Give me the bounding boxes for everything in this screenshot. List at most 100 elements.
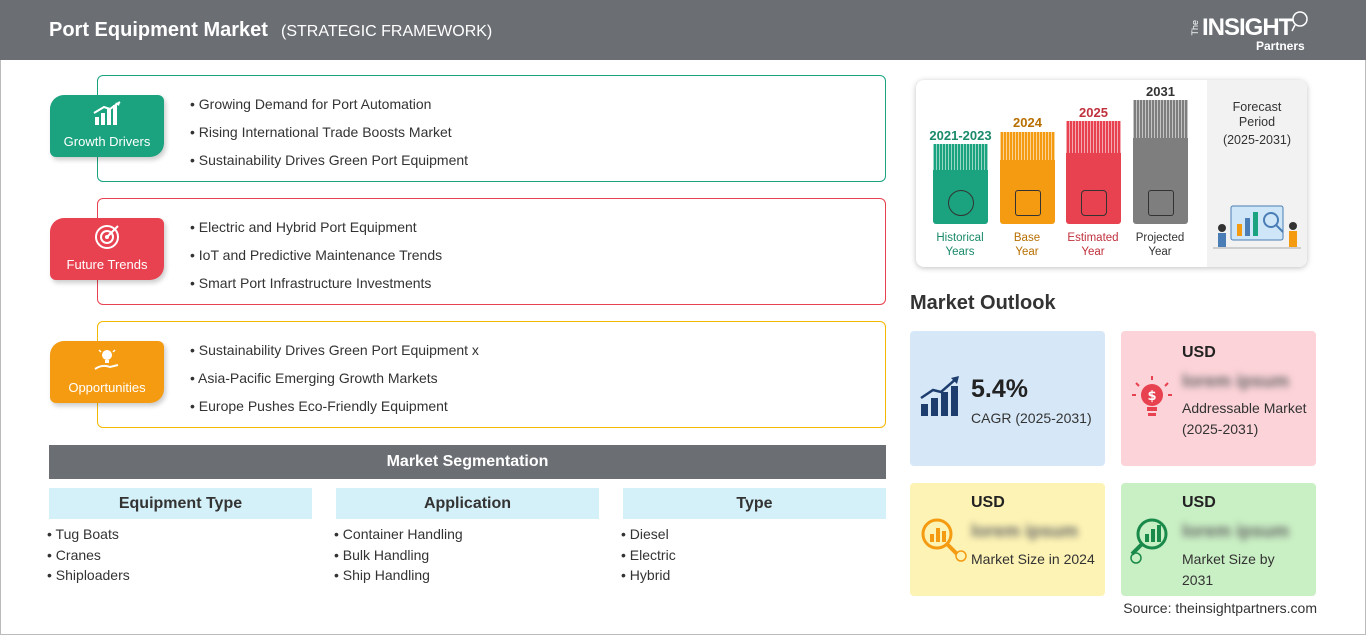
segment-heading: Equipment Type <box>49 488 312 519</box>
growth-drivers-label: Growth Drivers <box>63 134 151 149</box>
future-trends-label: Future Trends <box>66 257 148 272</box>
blurred-value: lorem ipsum <box>1182 521 1290 541</box>
list-item: Rising International Trade Boosts Market <box>190 122 468 150</box>
list-item: Diesel <box>621 526 676 547</box>
growth-drivers-badge: Growth Drivers <box>50 95 164 157</box>
usd-label: USD <box>1182 344 1216 361</box>
market-size-2031-card: USD lorem ipsum Market Size by 2031 <box>1121 483 1316 596</box>
list-item: Hybrid <box>621 567 676 588</box>
bar-chart-up-icon <box>93 101 121 125</box>
type-list: Diesel Electric Hybrid <box>621 526 676 588</box>
list-item: Smart Port Infrastructure Investments <box>190 273 442 301</box>
logo-partners: Partners <box>1256 39 1305 53</box>
application-list: Container Handling Bulk Handling Ship Ha… <box>334 526 463 588</box>
cagr-value: 5.4% <box>971 375 1028 403</box>
logo-the: The <box>1190 20 1200 36</box>
svg-text:$: $ <box>1147 389 1156 404</box>
market-size-2024-card: USD lorem ipsum Market Size in 2024 <box>910 483 1105 596</box>
dollar-bulb-icon: $ <box>1132 376 1172 416</box>
list-item: Asia-Pacific Emerging Growth Markets <box>190 368 479 396</box>
timeline-bar <box>1133 100 1188 224</box>
timeline-label: Year <box>1148 246 1172 258</box>
timeline-year: 2025 <box>1079 105 1108 120</box>
list-item: Cranes <box>47 547 130 568</box>
list-item: Electric and Hybrid Port Equipment <box>190 217 442 245</box>
timeline-bar <box>1000 132 1055 224</box>
timeline-card: 2021-2023 Historical Years 2024 Base Yea… <box>916 80 1307 267</box>
magnifier-growth-icon <box>1130 518 1168 564</box>
future-trends-box: Electric and Hybrid Port Equipment IoT a… <box>97 198 886 305</box>
opportunities-list: Sustainability Drives Green Port Equipme… <box>190 340 479 424</box>
segment-heading: Application <box>336 488 599 519</box>
forecast-label: Forecast Period <box>1207 100 1307 130</box>
opportunities-box: Sustainability Drives Green Port Equipme… <box>97 321 886 428</box>
segment-heading: Type <box>623 488 886 519</box>
timeline-bar <box>1066 121 1121 224</box>
list-item: Bulk Handling <box>334 547 463 568</box>
forecast-range: (2025-2031) <box>1222 133 1292 147</box>
list-item: Growing Demand for Port Automation <box>190 94 468 122</box>
target-icon <box>95 225 119 249</box>
market-size-2024-label: Market Size in 2024 <box>971 551 1095 567</box>
lightbulb-hand-icon <box>94 349 119 370</box>
opportunities-label: Opportunities <box>68 380 146 395</box>
equipment-type-list: Tug Boats Cranes Shiploaders <box>47 526 130 588</box>
logo-bulb-icon <box>1291 11 1308 32</box>
insight-partners-logo[interactable]: The INSIGHT Partners <box>1190 10 1310 54</box>
timeline-label: Year <box>1081 246 1105 258</box>
timeline-year: 2021-2023 <box>929 128 992 143</box>
forecast-line2: Period <box>1238 115 1276 129</box>
list-item: Ship Handling <box>334 567 463 588</box>
blurred-value: lorem ipsum <box>1182 371 1290 391</box>
addressable-market-label: Addressable Market (2025-2031) <box>1182 400 1307 437</box>
logo-insight: INSIGHT <box>1202 14 1293 41</box>
timeline-year: 2024 <box>1013 115 1042 130</box>
timeline-historical: 2021-2023 Historical Years <box>929 80 991 267</box>
list-item: Sustainability Drives Green Port Equipme… <box>190 150 468 178</box>
cagr-label: CAGR (2025-2031) <box>971 410 1092 426</box>
timeline-bar <box>933 144 988 224</box>
timeline-label: Historical <box>936 232 984 244</box>
timeline-year: 2031 <box>1146 84 1175 99</box>
opportunities-badge: Opportunities <box>50 341 164 403</box>
presentation-icon <box>1147 190 1174 216</box>
addressable-market-card: $ USD lorem ipsum Addressable Market (20… <box>1121 331 1316 466</box>
timeline-label: Year <box>1015 246 1039 258</box>
list-item: Container Handling <box>334 526 463 547</box>
timeline-label: Projected <box>1135 232 1185 244</box>
source-link[interactable]: Source: theinsightpartners.com <box>1123 600 1317 616</box>
calendar-icon <box>1014 190 1041 216</box>
blurred-value: lorem ipsum <box>971 521 1079 541</box>
list-item: Tug Boats <box>47 526 130 547</box>
history-clock-icon <box>947 190 974 216</box>
forecast-period-panel: Forecast Period (2025-2031) <box>1207 80 1307 267</box>
page-subtitle: (STRATEGIC FRAMEWORK) <box>281 23 493 40</box>
timeline-label: Base <box>1013 232 1041 244</box>
market-size-2031-label: Market Size by 2031 <box>1182 551 1275 588</box>
growth-chart-icon <box>920 376 959 416</box>
future-trends-badge: Future Trends <box>50 218 164 280</box>
market-outlook-title: Market Outlook <box>910 292 1056 314</box>
page-title: Port Equipment Market <box>49 19 268 41</box>
future-trends-list: Electric and Hybrid Port Equipment IoT a… <box>190 217 442 301</box>
list-item: Electric <box>621 547 676 568</box>
list-item: IoT and Predictive Maintenance Trends <box>190 245 442 273</box>
market-segmentation-header: Market Segmentation <box>49 445 886 479</box>
list-item: Europe Pushes Eco-Friendly Equipment <box>190 396 479 424</box>
magnifier-chart-icon <box>921 518 967 562</box>
forecast-line1: Forecast <box>1232 100 1282 114</box>
growth-drivers-list: Growing Demand for Port Automation Risin… <box>190 94 468 178</box>
usd-label: USD <box>1182 494 1216 511</box>
list-item: Shiploaders <box>47 567 130 588</box>
timeline-label: Years <box>945 246 975 258</box>
header-bar: Port Equipment Market (STRATEGIC FRAMEWO… <box>0 0 1366 60</box>
list-item: Sustainability Drives Green Port Equipme… <box>190 340 479 368</box>
gear-chart-icon <box>1080 190 1107 216</box>
timeline-base: 2024 Base Year <box>1000 80 1055 267</box>
usd-label: USD <box>971 494 1005 511</box>
timeline-label: Estimated <box>1067 232 1119 244</box>
cagr-card: 5.4% CAGR (2025-2031) <box>910 331 1105 466</box>
timeline-projected: 2031 Projected Year <box>1133 80 1188 267</box>
analytics-people-icon <box>1213 205 1301 249</box>
growth-drivers-box: Growing Demand for Port Automation Risin… <box>97 75 886 182</box>
